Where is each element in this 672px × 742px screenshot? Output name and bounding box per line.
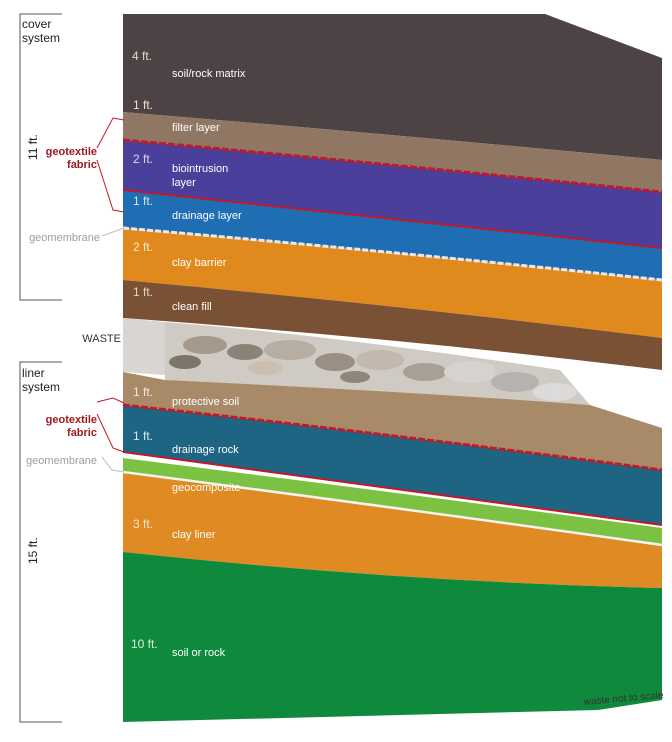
cover-geomembrane-line (122, 226, 663, 282)
liner-label-soil-or-rock: soil or rock (172, 647, 226, 659)
cover-thickness-clay-barrier: 2 ft. (133, 240, 153, 254)
cover-label-biointrusion-1: biointrusion (172, 163, 228, 175)
cover-total-thickness: 11 ft. (26, 134, 40, 160)
cover-label-soil-rock-matrix: soil/rock matrix (172, 68, 246, 80)
cover-label-clay-barrier: clay barrier (172, 257, 227, 269)
liner-thickness-protective-soil: 1 ft. (133, 385, 153, 399)
liner-system (122, 372, 663, 722)
liner-geotextile-label-1: geotextile (46, 414, 97, 426)
liner-geotextile-line-bottom (122, 451, 663, 526)
waste-band (123, 318, 590, 405)
cover-geotextile-line-top (122, 138, 663, 194)
cover-thickness-drainage: 1 ft. (133, 194, 153, 208)
liner-bracket (19, 361, 62, 723)
cover-label-clean-fill: clean fill (172, 301, 212, 313)
liner-system-title-2: system (22, 380, 60, 394)
cover-thickness-biointrusion: 2 ft. (133, 152, 153, 166)
liner-thickness-soil-or-rock: 10 ft. (131, 637, 158, 651)
cover-thickness-filter: 1 ft. (133, 98, 153, 112)
cover-geotextile-label-2: fabric (67, 159, 97, 171)
liner-layer-clay-liner (123, 472, 662, 588)
liner-label-clay-liner: clay liner (172, 529, 216, 541)
cover-layer-clean-fill (123, 280, 662, 370)
liner-total-thickness: 15 ft. (26, 537, 40, 564)
cover-label-drainage: drainage layer (172, 210, 242, 222)
liner-system-title-1: liner (22, 366, 45, 380)
cover-label-filter: filter layer (172, 122, 220, 134)
cover-layer-biointrusion (123, 140, 662, 248)
liner-layer-protective-soil (123, 372, 662, 470)
liner-label-geocomposite: geocomposite (172, 482, 241, 494)
waste-label: WASTE (82, 333, 121, 345)
cover-layer-filter (123, 112, 662, 192)
layer-labels: 4 ft. soil/rock matrix 1 ft. filter laye… (131, 49, 246, 659)
leader-lines (96, 117, 125, 473)
cover-thickness-clean-fill: 1 ft. (133, 285, 153, 299)
liner-geotextile-line-top (122, 403, 663, 472)
liner-geotextile-label-2: fabric (67, 427, 97, 439)
liner-layer-geocomposite (123, 458, 662, 545)
liner-geomembrane-line (122, 470, 663, 547)
cover-geotextile-line-bottom (122, 189, 663, 249)
liner-label-protective-soil: protective soil (172, 396, 239, 408)
cover-system-title-2: system (22, 31, 60, 45)
liner-thickness-drainage-rock: 1 ft. (133, 429, 153, 443)
cover-layer-soil-rock-matrix (123, 14, 662, 160)
cover-geomembrane-label: geomembrane (29, 232, 100, 244)
cover-layer-drainage (123, 190, 662, 280)
liner-geomembrane-label: geomembrane (26, 455, 97, 467)
cover-system (122, 14, 663, 370)
cover-layer-clay-barrier (123, 228, 662, 338)
left-labels: cover system 11 ft. geotextile fabric ge… (22, 17, 121, 564)
liner-layer-drainage-rock (123, 405, 662, 525)
liner-label-drainage-rock: drainage rock (172, 444, 239, 456)
liner-thickness-clay-liner: 3 ft. (133, 517, 153, 531)
cover-thickness-soil-rock-matrix: 4 ft. (132, 49, 152, 63)
cover-label-biointrusion-2: layer (172, 177, 196, 189)
cover-system-title-1: cover (22, 17, 51, 31)
liner-layer-soil-or-rock (123, 552, 662, 722)
cover-bracket (19, 13, 62, 301)
cover-geotextile-label-1: geotextile (46, 146, 97, 158)
